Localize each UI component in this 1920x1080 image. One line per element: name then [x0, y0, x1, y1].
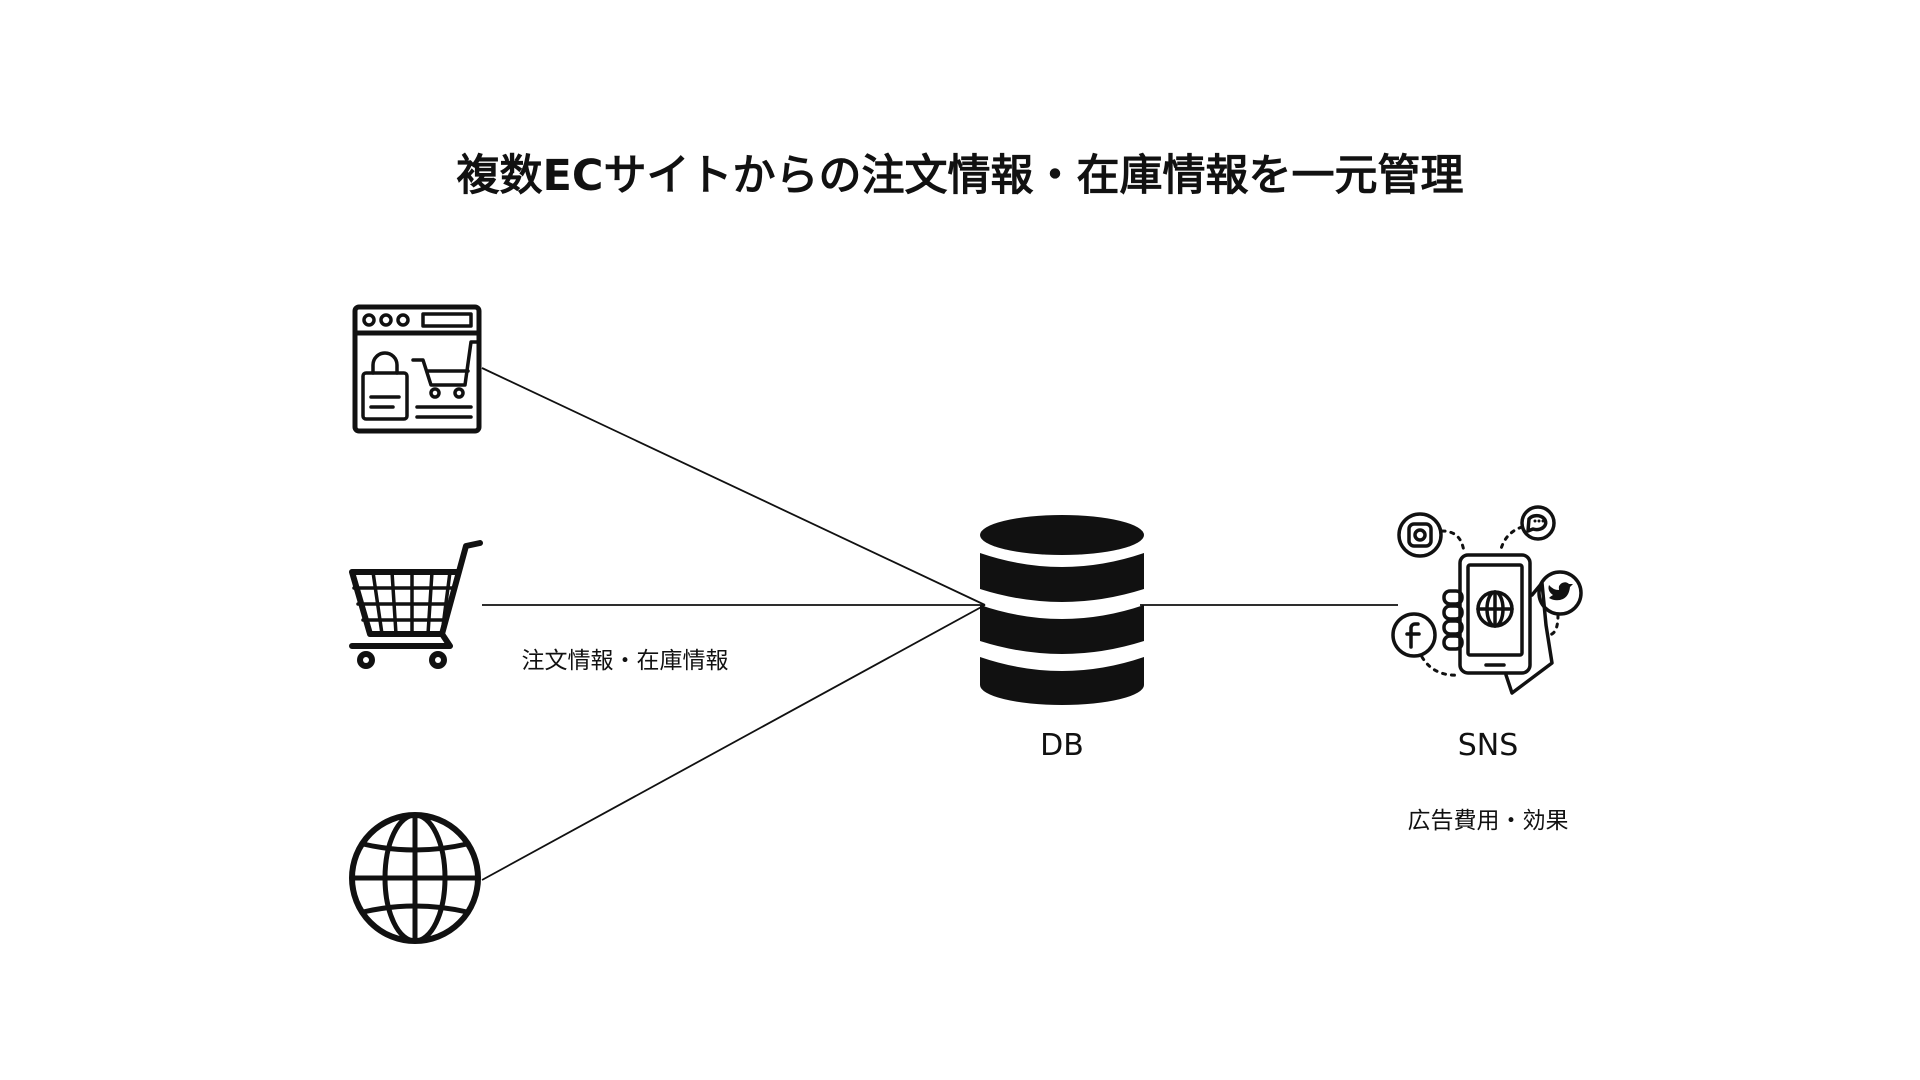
sns-caption: 広告費用・効果	[1408, 808, 1569, 834]
edge-label-order-stock: 注文情報・在庫情報	[522, 648, 729, 674]
connector-shop-to-db	[481, 367, 986, 606]
online-shop-browser-icon	[352, 304, 482, 434]
database-icon	[980, 515, 1144, 705]
db-label: DB	[1040, 728, 1084, 763]
social-media-phone-icon	[1391, 505, 1583, 695]
connector-globe-to-db	[481, 604, 986, 881]
shopping-cart-icon	[349, 540, 483, 669]
sns-label: SNS	[1458, 728, 1519, 763]
diagram-title: 複数ECサイトからの注文情報・在庫情報を一元管理	[457, 151, 1464, 201]
connectors	[481, 367, 1398, 881]
globe-icon	[349, 812, 481, 944]
